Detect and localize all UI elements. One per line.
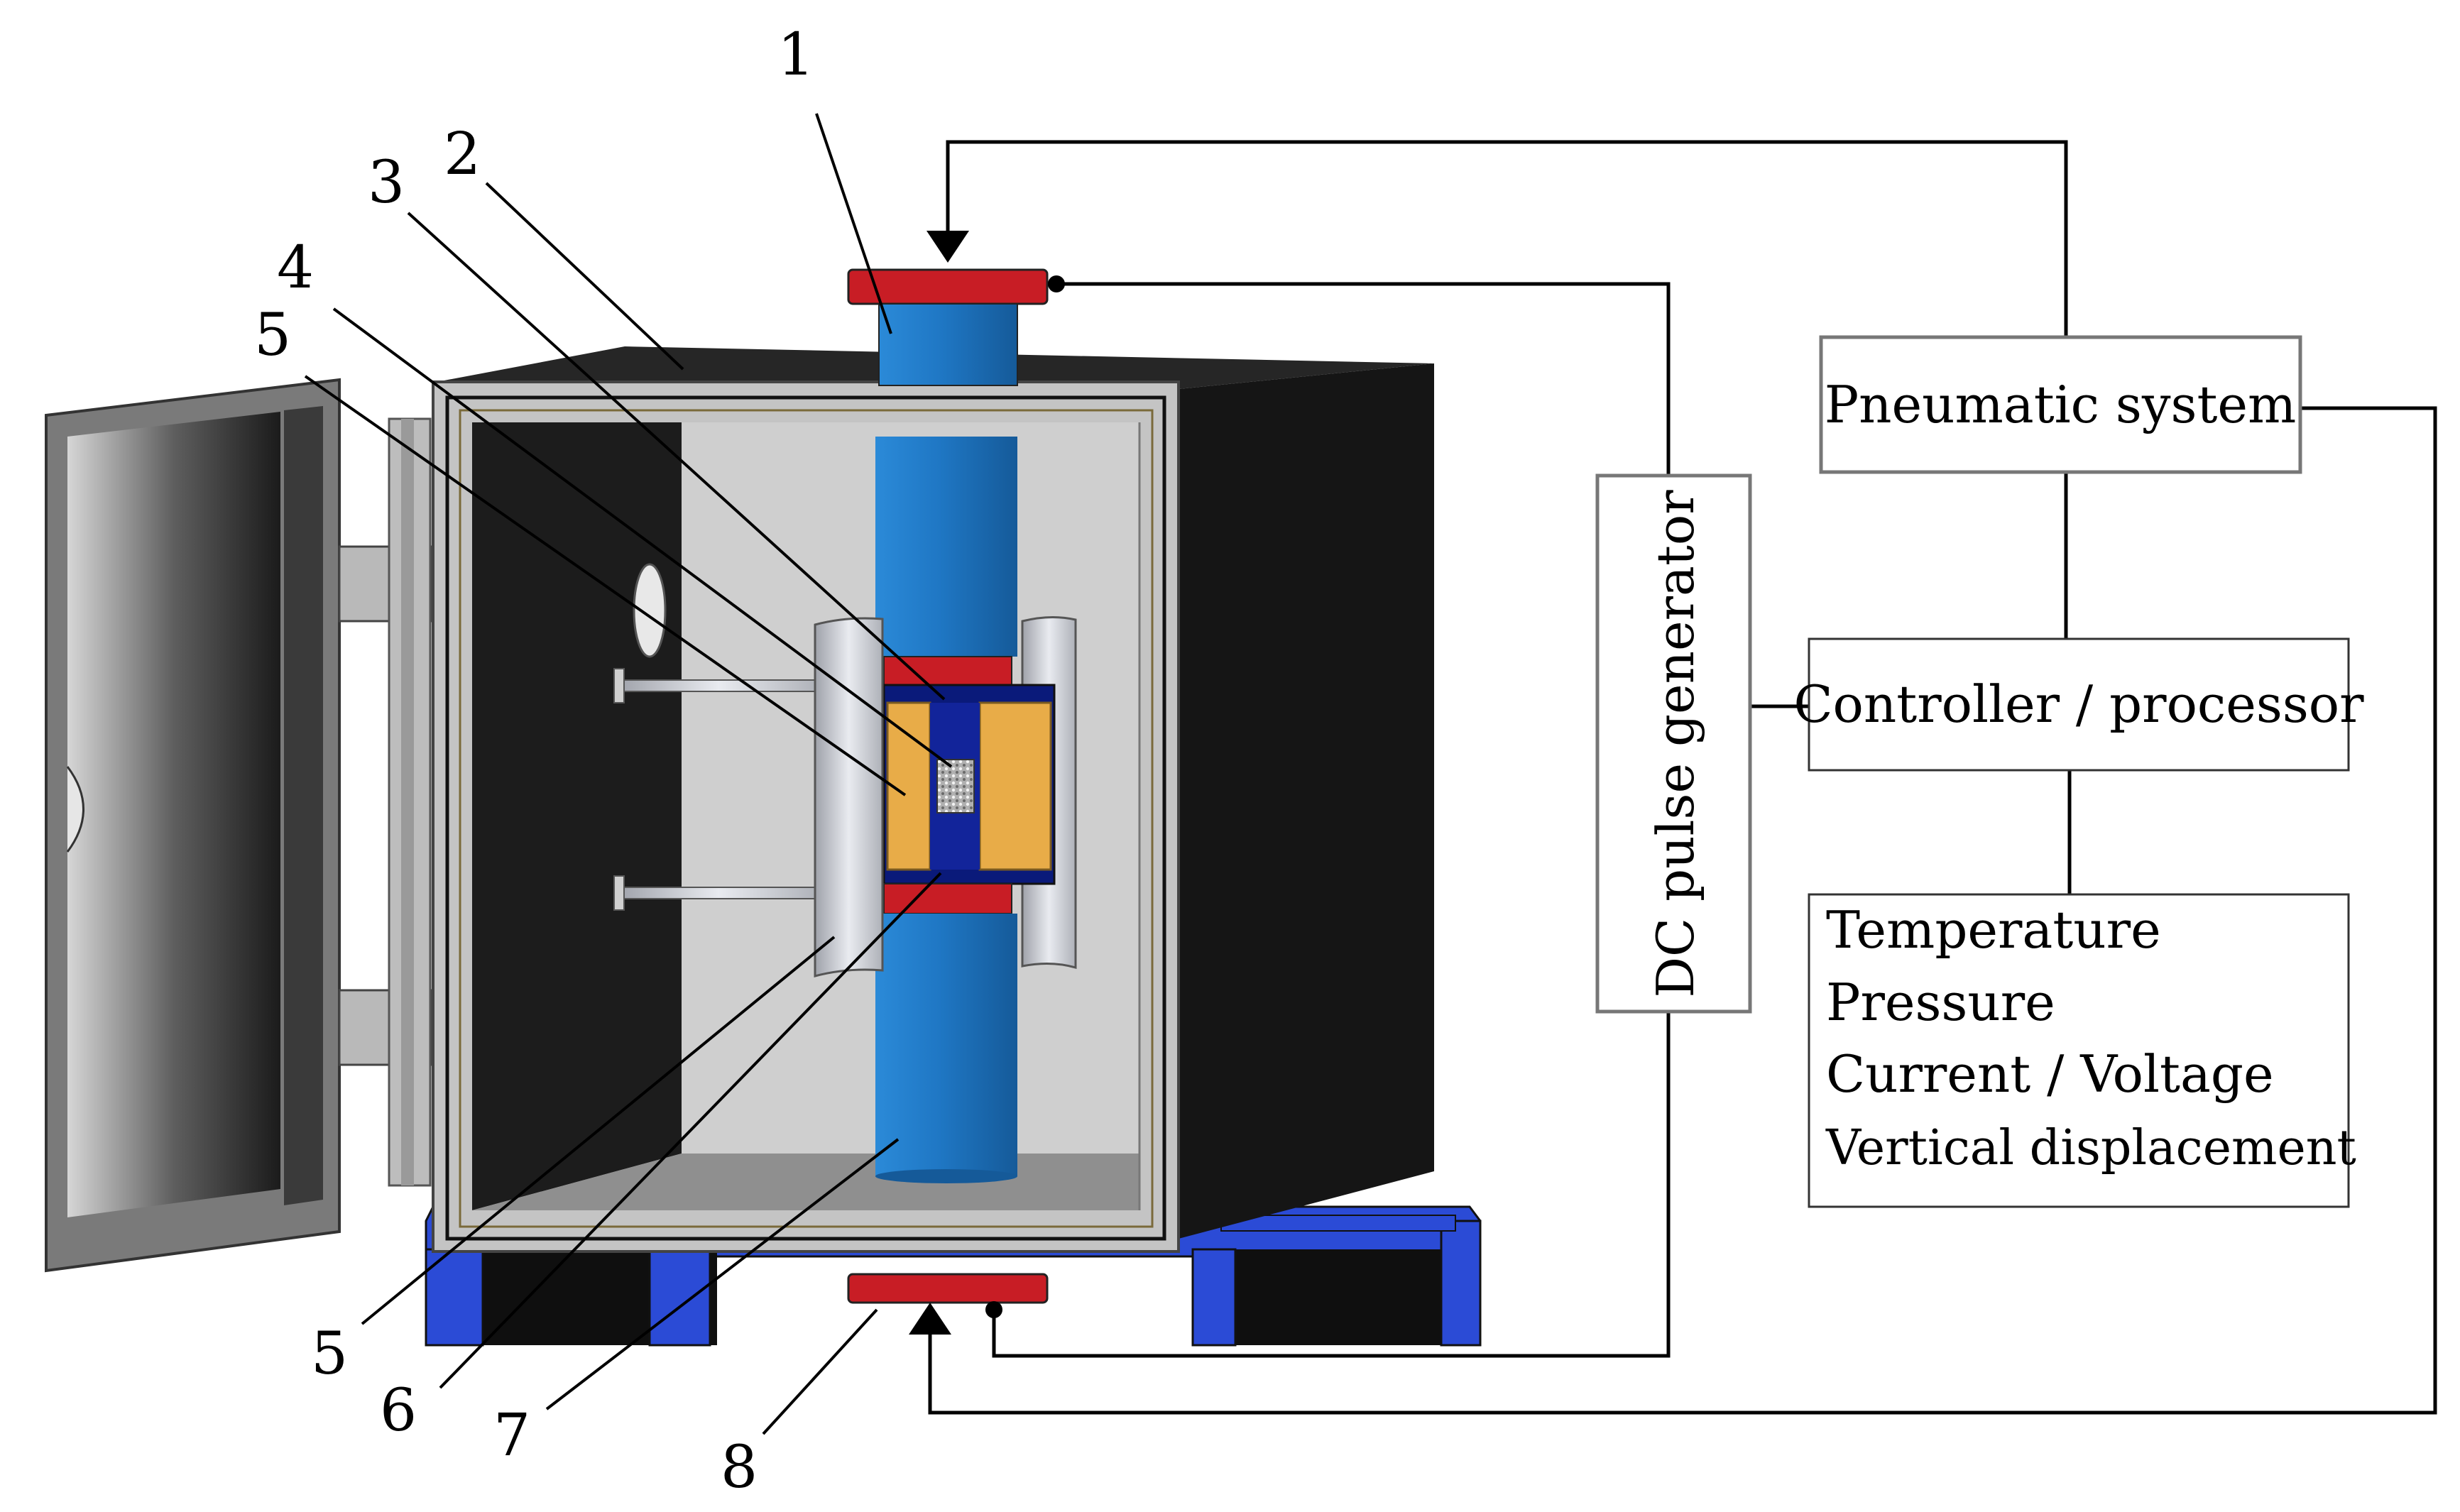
connection-lines	[928, 140, 2437, 1415]
measurements-block: Temperature Pressure Current / Voltage V…	[1808, 893, 2356, 1208]
arrowheads	[909, 231, 1065, 1335]
punch-column	[847, 268, 1056, 1304]
label-2: 2	[444, 121, 481, 188]
measurement-current-voltage: Current / Voltage	[1826, 1044, 2274, 1104]
leader-lines	[304, 113, 953, 1435]
pneumatic-system-block: Pneumatic system	[1819, 335, 2302, 474]
label-6: 6	[380, 1377, 417, 1445]
pneumatic-system-label: Pneumatic system	[1825, 375, 2297, 434]
vacuum-chamber	[432, 346, 1434, 1253]
measurement-pressure: Pressure	[1826, 973, 2055, 1032]
label-5-top: 5	[254, 302, 291, 369]
label-8: 8	[721, 1434, 758, 1501]
label-5-bottom: 5	[311, 1320, 348, 1388]
label-3: 3	[368, 149, 405, 217]
controller-processor-label: Controller / processor	[1793, 674, 2364, 734]
measurement-temperature: Temperature	[1826, 900, 2161, 960]
label-7: 7	[493, 1402, 530, 1469]
chamber-door	[45, 378, 433, 1273]
controller-processor-block: Controller / processor	[1793, 637, 2364, 772]
label-4: 4	[277, 234, 314, 302]
label-1: 1	[777, 21, 814, 89]
dc-pulse-generator-label: DC pulse generator	[1646, 490, 1705, 998]
measurement-vertical-displacement: Vertical displacement	[1825, 1120, 2356, 1176]
part-number-labels: 1 2 3 4 5 5 6 7 8	[254, 21, 814, 1501]
heat-shield-front	[814, 617, 884, 977]
dc-pulse-generator-block: DC pulse generator	[1595, 473, 1752, 1014]
support-rods	[613, 668, 821, 911]
